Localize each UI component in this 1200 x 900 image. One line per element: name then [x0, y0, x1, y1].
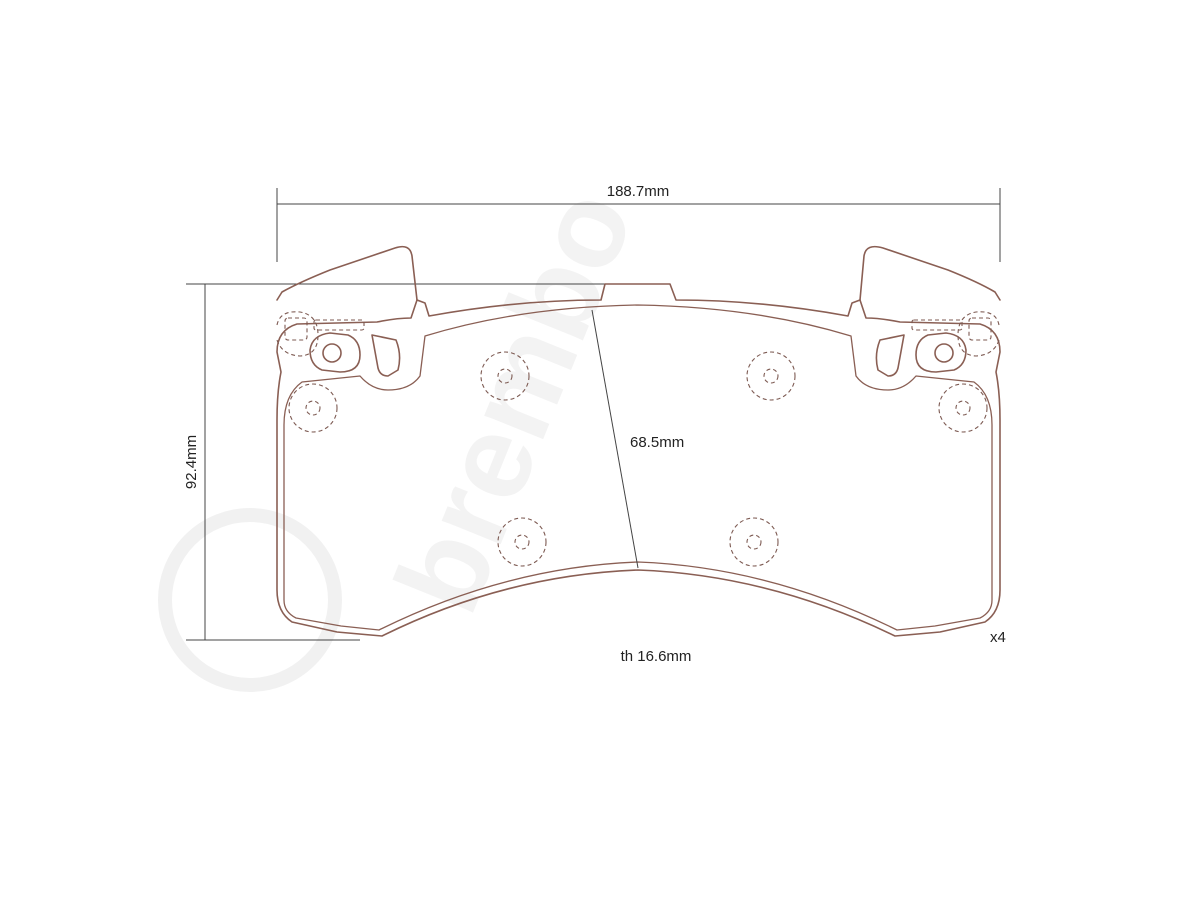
backing-plate — [276, 245, 1001, 637]
right-dashed-arc — [957, 311, 1000, 357]
lower-left-pin-outer — [497, 517, 547, 567]
left-hole-boss — [309, 332, 361, 373]
lower-right-pin-inner — [746, 534, 762, 550]
plate-outer-contour — [276, 283, 1001, 637]
plate-inner-contour — [283, 304, 993, 631]
left-mount-hole — [322, 343, 342, 363]
watermark-ring — [158, 508, 342, 692]
right-edge-pin-outer — [938, 383, 988, 433]
upper-left-pin-outer — [480, 351, 530, 401]
thickness-label: th 16.6mm — [621, 648, 692, 665]
watermark-text: brembo — [370, 172, 659, 630]
right-hole-boss — [915, 332, 967, 373]
left-dashed-square — [284, 317, 308, 341]
right-mount-hole — [934, 343, 954, 363]
right-dashed-square — [968, 317, 992, 341]
lower-right-pin-outer — [729, 517, 779, 567]
right-ear — [859, 245, 1001, 301]
left-clip — [371, 334, 401, 377]
width-dimension: 188.7mm — [276, 183, 1001, 262]
height-label: 92.4mm — [183, 435, 200, 489]
watermark: brembo — [158, 172, 659, 692]
upper-left-pin-inner — [497, 368, 513, 384]
upper-right-pin-inner — [763, 368, 779, 384]
height-dimension: 92.4mm — [183, 283, 610, 641]
left-ear — [276, 245, 418, 301]
friction-height-line — [591, 309, 639, 569]
hidden-features — [276, 311, 1000, 567]
quantity-label: x4 — [990, 629, 1006, 646]
left-dashed-slot — [313, 319, 365, 331]
lower-left-pin-inner — [514, 534, 530, 550]
left-edge-pin-outer — [288, 383, 338, 433]
left-edge-pin-inner — [305, 400, 321, 416]
right-dashed-slot — [911, 319, 963, 331]
right-edge-pin-inner — [955, 400, 971, 416]
width-label: 188.7mm — [607, 183, 670, 200]
upper-right-pin-outer — [746, 351, 796, 401]
friction-height-label: 68.5mm — [630, 434, 684, 451]
right-clip — [875, 334, 905, 377]
friction-height-dimension: 68.5mm — [591, 309, 684, 569]
